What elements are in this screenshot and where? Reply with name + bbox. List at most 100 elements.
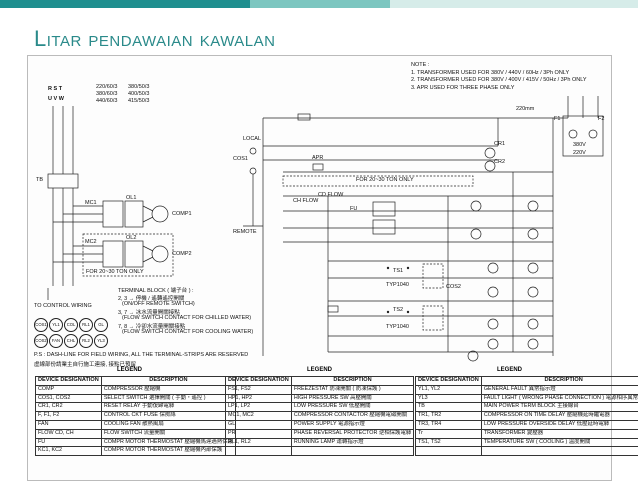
ol1-label: OL1: [126, 195, 136, 201]
legend-device: FLOW CD, CH: [36, 429, 102, 438]
legend-device: KC1, KC2: [36, 447, 102, 456]
voltage-3: 440/60/3: [96, 98, 117, 104]
indicator-circle: COS2: [34, 334, 48, 348]
uvw-label: U V W: [48, 96, 64, 102]
legend-description: GENERAL FAULT 異常指示燈: [481, 385, 638, 394]
legend-description: TRANSFORMER 變壓器: [481, 429, 638, 438]
legend-row: [226, 447, 414, 456]
accent-stripe-dark: [0, 0, 250, 8]
indicator-circle: RL1: [79, 318, 93, 332]
legend-device: F, F1, F2: [36, 412, 102, 421]
legend-description: COMPR MOTOR THERMOSTAT 壓縮機內部保護: [101, 447, 235, 456]
mc2-label: MC2: [85, 239, 97, 245]
legend-description: COMPRESSOR CONTACTOR 壓縮機電磁開關: [291, 412, 413, 421]
accent-stripe-light: [390, 0, 638, 8]
legend-device: TB: [416, 403, 482, 412]
legend-description: CONTROL CKT FUSE 保險絲: [101, 412, 235, 421]
legend-description: LOW PRESSURE SW 低壓開關: [291, 403, 413, 412]
legend-device: LP1, LP2: [226, 403, 292, 412]
voltage-4: 380/50/3: [128, 84, 149, 90]
legend-device: FAN: [36, 420, 102, 429]
legend-description: POWER SUPPLY 電源指示燈: [291, 420, 413, 429]
legend-description: FAULT LIGHT ( WRONG PHASE CONNECTION ) 電…: [481, 394, 638, 403]
ts1-label: TS1: [393, 268, 403, 274]
indicator-circle: FAN: [49, 334, 63, 348]
voltage-2: 380/60/3: [96, 91, 117, 97]
legend-row: [416, 447, 638, 456]
slide-title-text: Litar pendawaian kawalan: [34, 26, 276, 51]
legend-device: TR3, TR4: [416, 420, 482, 429]
legend-description: COMPRESSOR ON TIME DELAY 壓縮機延時繼電器: [481, 412, 638, 421]
cos2-label: COS2: [446, 284, 461, 290]
legend-description: MAIN POWER TERM BLOCK 主接線台: [481, 403, 638, 412]
legend-description: LOW PRESSURE OVERSIDE DELAY 低壓延時電驛: [481, 420, 638, 429]
legend-device: TR1, TR2: [416, 412, 482, 421]
ch-flow-label: CH FLOW: [293, 198, 318, 204]
ts2-label: TS2: [393, 307, 403, 313]
ton-label-left: FOR 20~30 TON ONLY: [86, 269, 144, 275]
legend-description: FLOW SWITCH 流量開關: [101, 429, 235, 438]
apr-label: APR: [312, 155, 323, 161]
legend-device: PR: [226, 429, 292, 438]
comp2-label: COMP2: [172, 251, 192, 257]
indicator-circle: YL3: [94, 334, 108, 348]
accent-stripe-mid: [250, 0, 390, 8]
top-accent-bar: [0, 0, 638, 8]
legend-device: YL3: [416, 394, 482, 403]
legend-title-1: LEGEND: [117, 367, 142, 373]
legend-description: PHASE REVERSAL PROTECTOR 逆相保護電驛: [291, 429, 413, 438]
indicator-circle: YL1: [49, 318, 63, 332]
terminal-heading: TERMINAL BLOCK ( 端子台 ) :: [118, 286, 194, 294]
legend-device: [416, 447, 482, 456]
voltage-1: 220/60/3: [96, 84, 117, 90]
legend-device: [226, 447, 292, 456]
legend-device: GL: [226, 420, 292, 429]
to-control-label: TO CONTROL WIRING: [34, 303, 92, 309]
remote-label: REMOTE: [233, 229, 257, 235]
legend-description: FREEZESTAT 防凍開關 ( 防凍保護 ): [291, 385, 413, 394]
legend-device: TS1, TS2: [416, 438, 482, 447]
fu-label: FU: [350, 206, 357, 212]
legend-col-desc: DESCRIPTION: [291, 377, 413, 386]
legend-description: COMPR MOTOR THERMOSTAT 壓縮機馬達過熱保護: [101, 438, 235, 447]
voltage-5: 400/50/3: [128, 91, 149, 97]
wiring-diagram: NOTE : 1. TRANSFORMER USED FOR 380V / 44…: [27, 55, 612, 481]
comp1-label: COMP1: [172, 211, 192, 217]
cos1-label: COS1: [233, 156, 248, 162]
legend-description: TEMPERATURE SW ( COOLING ) 溫度開關: [481, 438, 638, 447]
legend-col-desc: DESCRIPTION: [101, 377, 235, 386]
legend-description: COOLING FAN 散熱風扇: [101, 420, 235, 429]
tb-label: TB: [36, 177, 43, 183]
legend-device: COMP: [36, 385, 102, 394]
f2-label: F2: [598, 116, 604, 122]
ol2-label: OL2: [126, 235, 136, 241]
legend-device: COS1, COS2: [36, 394, 102, 403]
typ-label-2: TYP1040: [386, 324, 409, 330]
legend-title-3: LEGEND: [497, 367, 522, 373]
indicator-circle: CHL: [64, 334, 78, 348]
typ-label-1: TYP1040: [386, 282, 409, 288]
indicator-circle: RL2: [79, 334, 93, 348]
legend-device: CR1, CR2: [36, 403, 102, 412]
